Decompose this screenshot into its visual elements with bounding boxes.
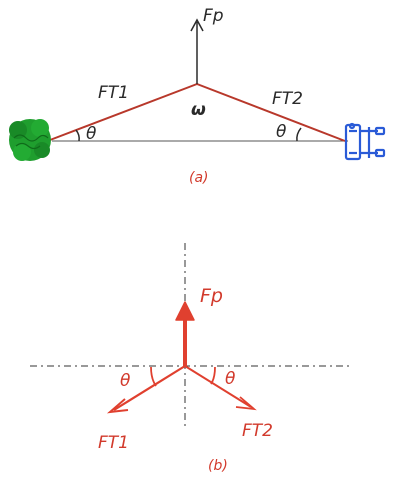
diagram-b: Fp FT1 FT2 θ θ (b): [30, 243, 353, 474]
pull-force-arrowhead: [190, 18, 204, 32]
angle-arc-b-left: [150, 366, 157, 387]
tension-left-label: FT1: [98, 83, 129, 103]
tension-left-vector-label: FT1: [98, 433, 129, 453]
tension-right-vector: [184, 365, 252, 408]
diagram-a: Fp FT1 FT2 ω θ θ: [9, 6, 386, 186]
tension-left-vector: [113, 365, 186, 411]
pull-force-vector-head: [175, 301, 195, 321]
apex-mark: ω: [191, 100, 206, 120]
pull-force-label: Fp: [203, 6, 224, 26]
tension-right-vector-head: [235, 396, 257, 411]
tension-left-vector-head: [106, 398, 129, 414]
angle-right-label: θ: [276, 122, 287, 142]
rope-right: [196, 83, 346, 142]
angle-arc-left: [75, 129, 80, 142]
angle-left-label: θ: [86, 124, 97, 144]
angle-b-left-label: θ: [120, 371, 131, 391]
tension-right-label: FT2: [272, 89, 303, 109]
angle-arc-right: [296, 127, 302, 142]
caption-b: (b): [208, 458, 228, 474]
angle-b-right-label: θ: [225, 369, 236, 389]
angle-arc-b-right: [210, 366, 216, 385]
bush-icon: [9, 119, 51, 161]
caption-a: (a): [189, 170, 209, 186]
tension-right-vector-label: FT2: [242, 421, 273, 441]
rope-left: [49, 83, 198, 141]
pull-force-vector-label: Fp: [200, 285, 223, 307]
car-icon: [344, 122, 386, 161]
